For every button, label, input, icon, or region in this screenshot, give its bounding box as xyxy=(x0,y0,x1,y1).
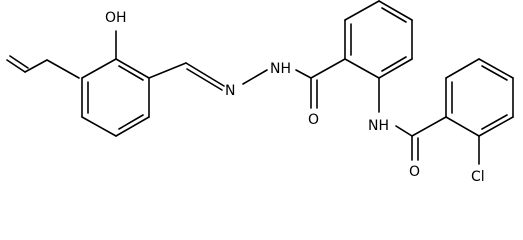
chloro-label: Cl xyxy=(471,169,485,185)
phenol-ring xyxy=(81,58,150,137)
carbonyl-o-label-2: O xyxy=(409,164,420,180)
amide-c-bond xyxy=(395,125,413,137)
structure-canvas: OH N NH O NH O xyxy=(6,0,514,185)
chlorobenzene-ring xyxy=(411,58,514,137)
central-benzene-ring xyxy=(310,0,413,79)
molecule-structure: OH N NH O NH O xyxy=(6,0,514,185)
carbonyl-o-label-1: O xyxy=(308,112,319,128)
allyl-group xyxy=(6,55,80,79)
hydrazone-linker xyxy=(148,62,312,91)
amide-nh-label: NH xyxy=(368,118,389,134)
hydroxyl-label: OH xyxy=(105,10,127,26)
hydrazone-n-label: N xyxy=(225,83,235,99)
hydrazone-nh-label: NH xyxy=(270,61,291,77)
